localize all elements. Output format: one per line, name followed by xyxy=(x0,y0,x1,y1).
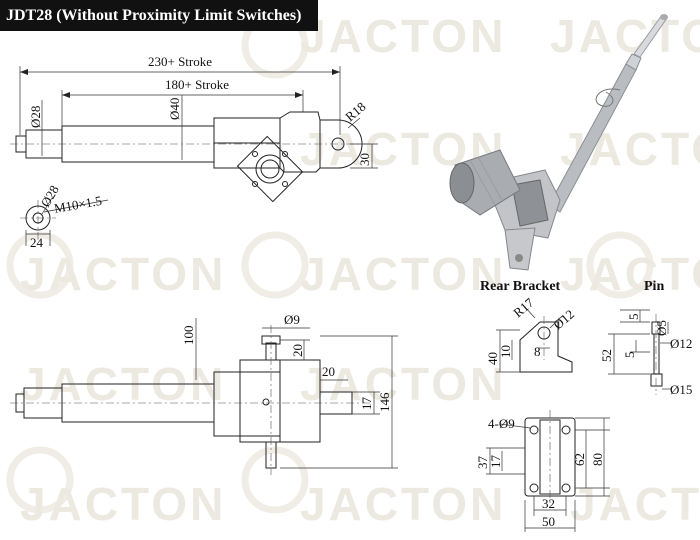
side-view: 100 Ø9 20 20 17 146 xyxy=(10,312,398,475)
rear-bracket-view: Rear Bracket R17 Ø12 40 10 8 4-Ø9 37 17 xyxy=(475,279,610,532)
dim-37: 37 xyxy=(475,456,490,470)
dim-10: 10 xyxy=(498,345,513,358)
watermark-text: JACTON xyxy=(300,478,506,530)
dim-8: 8 xyxy=(534,344,541,359)
dim-30: 30 xyxy=(357,153,372,166)
dim-thread-m10: M10×1.5 xyxy=(53,193,103,216)
watermark-text: JACTON xyxy=(550,10,700,62)
dim-r17: R17 xyxy=(510,295,537,321)
dim-230-stroke: 230+ Stroke xyxy=(148,54,212,69)
dim-50: 50 xyxy=(542,514,555,529)
watermark-layer: JACTON JACTON JACTON JACTON JACTON JACTO… xyxy=(6,10,700,530)
dim-pin-dia-15: Ø15 xyxy=(670,382,692,397)
rear-bracket-label: Rear Bracket xyxy=(480,279,561,294)
dim-pin-dia-5: Ø5 xyxy=(654,320,669,336)
dim-pin-5b: 5 xyxy=(622,352,637,359)
watermark-text: JACTON xyxy=(300,10,506,62)
actuator-render xyxy=(449,14,668,271)
dim-32: 32 xyxy=(542,496,555,511)
dim-20b: 20 xyxy=(322,364,335,379)
dim-146: 146 xyxy=(377,392,392,412)
dim-pin-5a: 5 xyxy=(626,314,641,321)
dim-rb-17: 17 xyxy=(488,455,503,469)
dim-r18: R18 xyxy=(342,99,368,124)
pin-view: Pin 5 Ø5 52 5 Ø12 Ø15 xyxy=(599,279,692,397)
dim-4-holes: 4-Ø9 xyxy=(488,416,515,431)
dim-24: 24 xyxy=(30,235,44,250)
pin-label: Pin xyxy=(644,279,664,294)
dim-pin-52: 52 xyxy=(599,349,614,362)
title-banner: JDT28 (Without Proximity Limit Switches) xyxy=(0,0,318,31)
page-title: JDT28 (Without Proximity Limit Switches) xyxy=(6,7,302,24)
dim-pin-dia-12: Ø12 xyxy=(670,336,692,351)
dim-dia-9: Ø9 xyxy=(284,312,300,327)
watermark-text: JACTON xyxy=(570,478,700,530)
watermark-text: JACTON xyxy=(560,248,700,300)
dim-80: 80 xyxy=(590,453,605,466)
watermark-text: JACTON xyxy=(300,248,506,300)
dim-17: 17 xyxy=(359,397,374,411)
dim-dia-28: Ø28 xyxy=(28,106,43,128)
dim-180-stroke: 180+ Stroke xyxy=(165,77,229,92)
dim-20a: 20 xyxy=(290,344,305,357)
dim-100: 100 xyxy=(181,326,196,346)
dim-62: 62 xyxy=(572,453,587,466)
dim-dia-40: Ø40 xyxy=(167,98,182,120)
watermark-text: JACTON xyxy=(300,358,506,410)
dim-rb-dia-12: Ø12 xyxy=(550,306,577,332)
watermark-text: JACTON xyxy=(20,248,226,300)
dim-40: 40 xyxy=(485,352,500,365)
watermark-text: JACTON xyxy=(20,478,226,530)
